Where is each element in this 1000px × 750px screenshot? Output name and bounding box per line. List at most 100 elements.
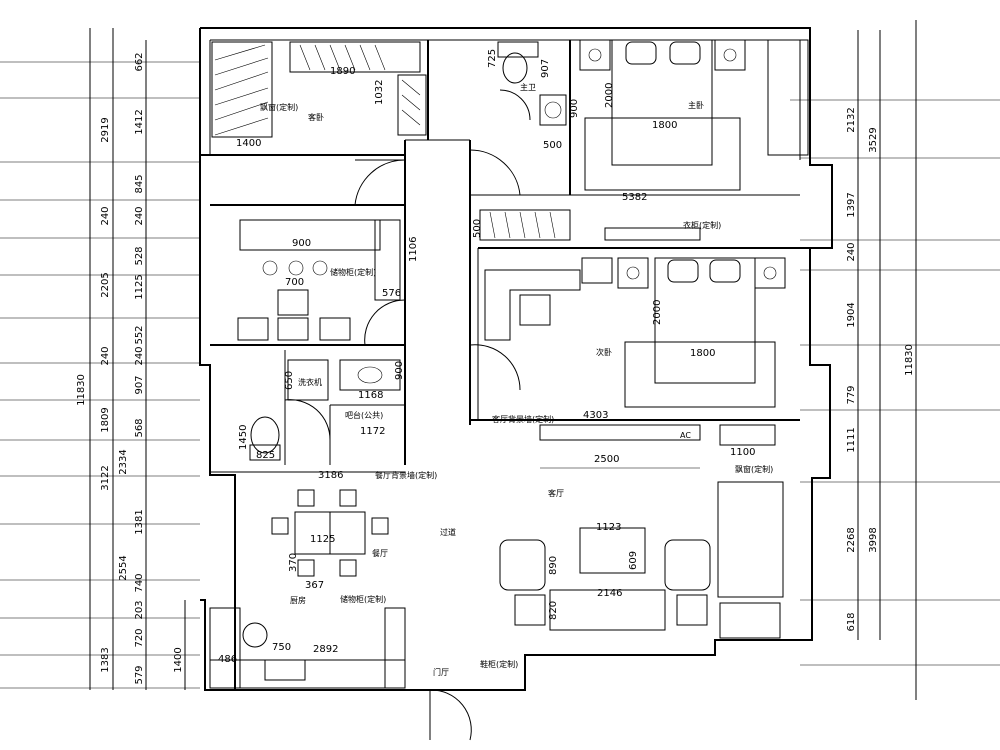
dim-2334: 2334	[118, 449, 129, 474]
idim-1800a: 1800	[652, 120, 677, 131]
label-storage: 储物柜(定制)	[330, 267, 376, 277]
idim-2892: 2892	[313, 644, 338, 655]
dim-720: 720	[134, 628, 145, 647]
idim-4303: 4303	[583, 410, 608, 421]
room-labels: 客卧 主卧 主卫 储物柜(定制) 次卧 洗衣机 客厅 餐厅 厨房 门厅 过道 吧…	[260, 82, 773, 677]
idim-1123: 1123	[596, 522, 621, 533]
dim-1381: 1381	[134, 509, 145, 534]
master-bed	[579, 39, 746, 191]
dim-3998: 3998	[868, 527, 879, 552]
interior-walls	[200, 40, 810, 473]
idim-2000a: 2000	[604, 83, 615, 108]
label-shoe-cabinet: 鞋柜(定制)	[480, 659, 518, 669]
idim-2146: 2146	[597, 588, 622, 599]
idim-1890: 1890	[330, 66, 355, 77]
idim-1032: 1032	[374, 80, 385, 105]
label-corridor: 过道	[440, 527, 456, 537]
idim-370: 370	[288, 553, 299, 572]
public-bath-fixtures	[249, 359, 401, 461]
label-entry: 门厅	[433, 667, 449, 677]
idim-500b: 500	[472, 219, 483, 238]
idim-825: 825	[256, 450, 275, 461]
label-living-wall: 客厅背景墙(定制)	[492, 414, 554, 424]
dim-2554: 2554	[118, 555, 129, 580]
idim-700: 700	[285, 277, 304, 288]
dim-1809: 1809	[100, 407, 111, 432]
idim-486: 486	[218, 654, 237, 665]
dim-740: 740	[134, 573, 145, 592]
idim-1168: 1168	[358, 390, 383, 401]
label-living-room: 客厅	[548, 488, 564, 498]
right-dimension-chain: 2132 1397 240 1904 779 1111 2268 618 352…	[790, 20, 1000, 700]
dining-table	[271, 489, 389, 577]
interior-dims: 1890 1032 1400 725 907 900 500 2000 1800…	[218, 49, 755, 665]
living-sofa	[499, 424, 711, 631]
bay-window-units	[717, 39, 809, 639]
label-ac: AC	[680, 431, 691, 440]
idim-1100: 1100	[730, 447, 755, 458]
idim-1125: 1125	[310, 534, 335, 545]
storage-area	[237, 219, 401, 341]
dim-240r: 240	[846, 242, 857, 261]
label-dining-storage: 储物柜(定制)	[340, 594, 386, 604]
dim-240c: 240	[100, 206, 111, 225]
idim-820: 820	[548, 601, 559, 620]
label-sideboard: 餐厅背景墙(定制)	[375, 470, 437, 480]
idim-2000b: 2000	[652, 300, 663, 325]
idim-900b: 900	[292, 238, 311, 249]
dim-1412: 1412	[134, 109, 145, 134]
dim-552: 552	[134, 325, 145, 344]
dim-1125: 1125	[134, 274, 145, 299]
idim-2500: 2500	[594, 454, 619, 465]
dim-2205: 2205	[100, 272, 111, 297]
dim-2268: 2268	[846, 527, 857, 552]
idim-750: 750	[272, 642, 291, 653]
dim-528: 528	[134, 246, 145, 265]
dim-1383: 1383	[100, 647, 111, 672]
label-second-bedroom: 次卧	[596, 347, 612, 357]
idim-500a: 500	[543, 140, 562, 151]
dim-568: 568	[134, 418, 145, 437]
dim-3529: 3529	[868, 127, 879, 152]
dim-1397: 1397	[846, 192, 857, 217]
idim-1800b: 1800	[690, 348, 715, 359]
idim-367: 367	[305, 580, 324, 591]
dim-907: 907	[134, 375, 145, 394]
idim-650: 650	[284, 371, 295, 390]
right-total-dim: 11830	[904, 344, 915, 376]
study-desk	[484, 257, 613, 341]
top-left-wardrobe	[211, 41, 427, 138]
idim-907: 907	[540, 59, 551, 78]
dim-2132: 2132	[846, 107, 857, 132]
dim-779: 779	[846, 385, 857, 404]
idim-1450: 1450	[238, 425, 249, 450]
left-dimension-chain: 11830 662 1412 845 240 528 1125 552 240 …	[0, 28, 200, 690]
exterior-walls	[199, 27, 833, 691]
idim-1400: 1400	[236, 138, 261, 149]
dim-2919: 2919	[100, 117, 111, 142]
dim-1904: 1904	[846, 302, 857, 327]
idim-725: 725	[487, 49, 498, 68]
master-bath-fixtures	[497, 41, 567, 126]
left-total-dim: 11830	[76, 374, 87, 406]
idim-3186: 3186	[318, 470, 343, 481]
idim-609: 609	[628, 551, 639, 570]
dim-203: 203	[134, 600, 145, 619]
label-bar: 吧台(公共)	[345, 410, 383, 420]
dim-662: 662	[134, 52, 145, 71]
kitchen-counter	[209, 607, 406, 689]
dim-240b: 240	[134, 346, 145, 365]
dim-3122: 3122	[100, 465, 111, 490]
dim-240a: 240	[134, 206, 145, 225]
corridor-wardrobe	[479, 209, 701, 241]
dim-240d: 240	[100, 346, 111, 365]
label-master-bath: 主卫	[520, 82, 536, 92]
idim-5382: 5382	[622, 192, 647, 203]
label-bay-window: 飘窗(定制)	[735, 464, 773, 474]
second-bed	[617, 257, 786, 408]
dim-1111: 1111	[846, 427, 857, 452]
label-kitchen: 厨房	[290, 595, 306, 605]
label-dining: 餐厅	[372, 549, 388, 558]
idim-576: 576	[382, 288, 401, 299]
